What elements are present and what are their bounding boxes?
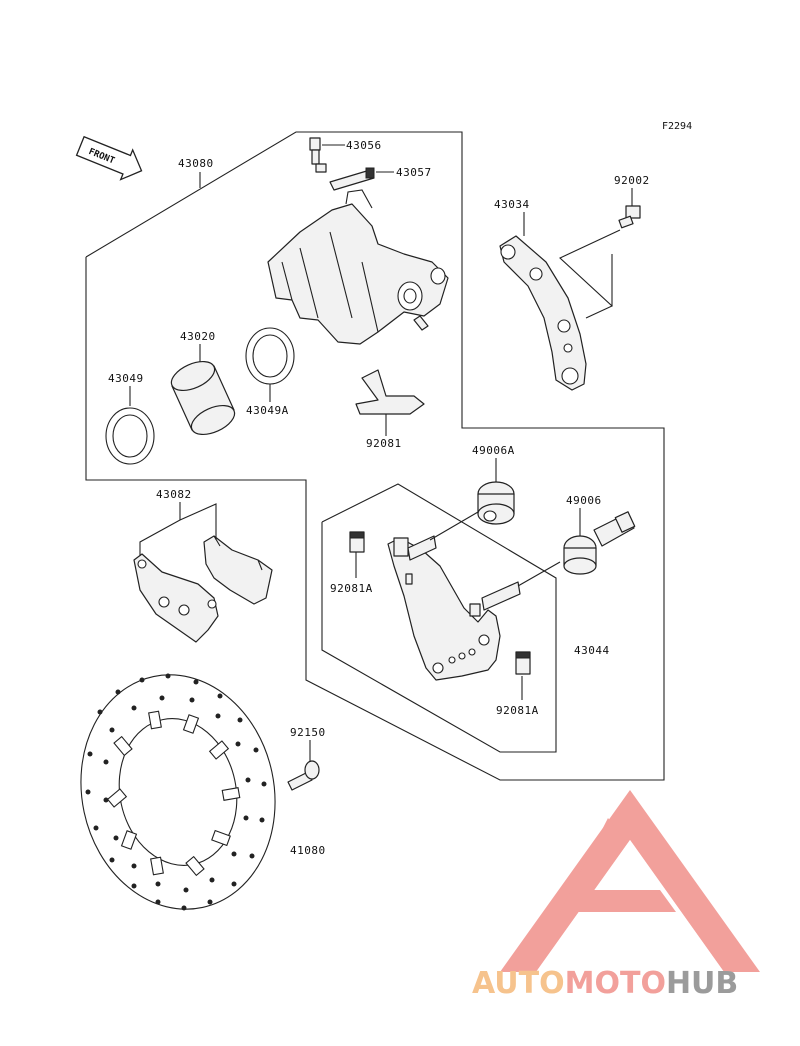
disc-bolt [287, 760, 320, 791]
bracket-pin-lower [481, 581, 521, 611]
caliper-bracket [387, 537, 501, 681]
piston-seal [245, 327, 295, 385]
pad-spring-clip [355, 369, 425, 415]
bleed-cap [329, 167, 375, 191]
bleed-valve [309, 137, 327, 173]
brake-pad-inner [133, 553, 219, 643]
part-label-43020: 43020 [180, 330, 216, 343]
caliper-body [267, 189, 449, 345]
bracket-pin-upper [407, 535, 437, 561]
figure-code: F2294 [662, 121, 692, 132]
watermark-auto: AUTO [472, 966, 565, 1001]
watermark-moto: MOTO [565, 966, 666, 1001]
watermark-logo: AUTOMOTOHUB [472, 790, 760, 1001]
part-label-43034: 43034 [494, 198, 530, 211]
triangle-logo-icon [500, 790, 760, 972]
part-label-43057: 43057 [396, 166, 432, 179]
pad-clip-right [515, 651, 531, 675]
bracket-outline [321, 483, 557, 753]
part-label-43056: 43056 [346, 139, 382, 152]
part-label-43080: 43080 [178, 157, 214, 170]
brake-pad-outer [203, 535, 273, 605]
part-label-43044: 43044 [574, 644, 610, 657]
part-label-92002: 92002 [614, 174, 650, 187]
part-label-43049: 43049 [108, 372, 144, 385]
part-label-43049a: 43049A [246, 404, 289, 417]
torque-link [499, 235, 587, 391]
part-label-92150: 92150 [290, 726, 326, 739]
brake-disc [80, 673, 276, 911]
part-label-49006a: 49006A [472, 444, 515, 457]
part-label-92081a-left: 92081A [330, 582, 373, 595]
part-label-92081a-right: 92081A [496, 704, 539, 717]
piston [170, 360, 236, 436]
pin-boot-a [477, 481, 515, 525]
part-label-92081: 92081 [366, 437, 402, 450]
svg-text:AUTOMOTOHUB: AUTOMOTOHUB [472, 966, 738, 1001]
part-label-41080: 41080 [290, 844, 326, 857]
dust-seal [105, 407, 155, 465]
bolt [618, 205, 641, 229]
front-arrow-icon: FRONT [75, 135, 143, 181]
pad-clip-left [349, 531, 365, 553]
caliper-assembly-outline [85, 131, 665, 781]
watermark-hub: HUB [666, 966, 738, 1001]
part-label-49006: 49006 [566, 494, 602, 507]
pin-sleeve [563, 511, 636, 575]
part-label-43082: 43082 [156, 488, 192, 501]
